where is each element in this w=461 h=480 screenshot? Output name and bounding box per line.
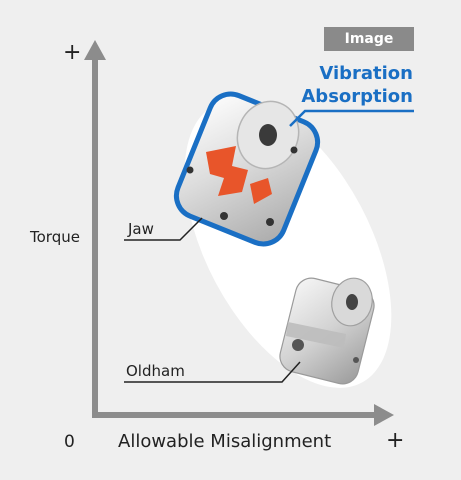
y-axis-arrowhead (84, 40, 106, 60)
oldham-leader (124, 361, 301, 383)
callout-line-1: Vibration (319, 63, 413, 84)
jaw-leader (124, 217, 203, 241)
vibration-absorption-label: Vibration Absorption (213, 62, 413, 108)
x-axis-label: Allowable Misalignment (118, 431, 332, 452)
y-axis-plus: + (63, 40, 82, 65)
vibration-absorption-leader (289, 109, 414, 127)
callout-line-2: Absorption (301, 86, 413, 107)
y-axis-label: Torque (30, 228, 80, 246)
image-badge: Image (324, 27, 414, 51)
origin-label: 0 (64, 432, 75, 452)
x-axis-arrowhead (374, 404, 394, 426)
jaw-label: Jaw (128, 220, 154, 238)
oldham-coupling-image (279, 277, 375, 385)
oldham-label: Oldham (126, 362, 185, 380)
x-axis-plus: + (386, 428, 405, 453)
jaw-coupling-image (173, 91, 321, 247)
